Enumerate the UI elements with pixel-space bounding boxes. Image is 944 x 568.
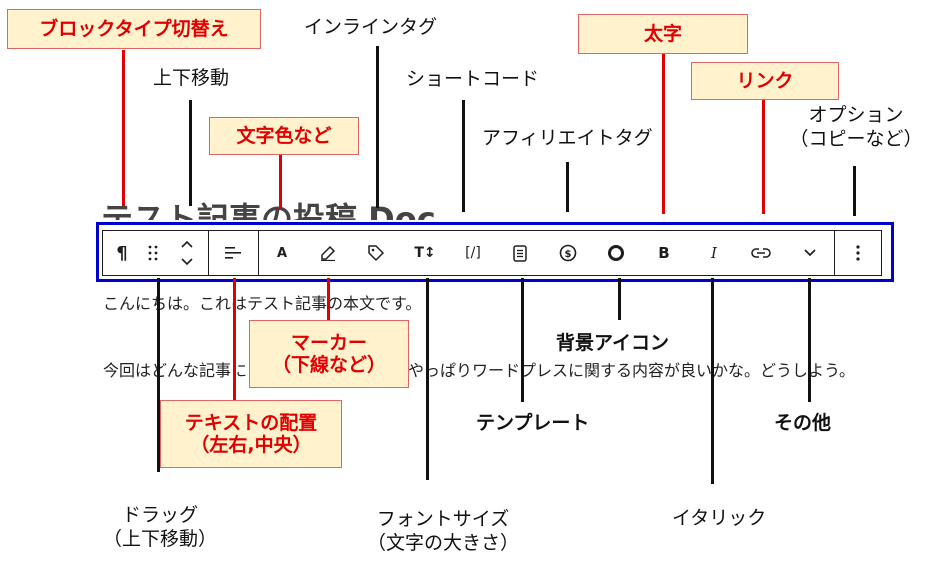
callout-text-align-line2: （左右,中央） [190,434,312,456]
label-font-size-line1: フォントサイズ [376,508,510,530]
callout-text-color-text: 文字色など [236,125,332,147]
connector-others [808,278,811,402]
label-options-line1: オプション [808,104,904,126]
shortcode-button[interactable]: [/] [465,245,481,261]
callout-link-text: リンク [736,70,794,92]
align-left-icon [225,247,241,259]
drag-handle[interactable] [141,231,165,275]
text-align-button[interactable] [215,231,251,275]
more-vertical-icon [856,245,860,261]
callout-text-color: 文字色など [209,117,359,155]
callout-block-type-text: ブロックタイプ切替え [39,18,229,40]
connector-block-type [122,50,125,206]
callout-link: リンク [691,62,839,100]
connector-move-up-down [189,100,192,206]
background-icon-button[interactable] [601,231,631,275]
font-size-button[interactable]: T↕ [414,245,436,261]
svg-text:$: $ [565,249,572,260]
connector-drag [157,278,160,472]
more-formats-button[interactable] [795,231,825,275]
connector-template [521,278,524,402]
connector-text-align [233,278,236,402]
callout-block-type: ブロックタイプ切替え [7,9,261,49]
dollar-circle-icon: $ [559,244,577,262]
document-icon [513,244,527,262]
chevron-down-icon [804,249,816,257]
block-toolbar: ¶ A T↕ [/] [102,230,882,276]
toolbar-separator [834,231,835,275]
text-color-button[interactable]: A [276,245,288,261]
bold-button[interactable]: B [658,244,670,262]
label-drag-line2: （上下移動） [102,528,217,550]
italic-button[interactable]: I [711,244,717,262]
block-type-button[interactable]: ¶ [116,242,128,264]
connector-font-size [426,278,429,480]
connector-inline-tag [376,46,379,208]
connector-shortcode [462,100,465,212]
paragraph-1-text: こんにちは。これはテスト記事の本文です。 [103,294,422,313]
drag-handle-icon [148,245,158,261]
callout-bold-text: 太字 [643,23,682,45]
link-button[interactable] [745,231,777,275]
inline-tag-button[interactable] [361,231,391,275]
paragraph-1[interactable]: こんにちは。これはテスト記事の本文です。 [103,290,429,315]
callout-text-align-line1: テキストの配置 [184,412,318,434]
post-heading: テスト記事の投稿 Doc [101,200,436,220]
label-options: オプション （コピーなど） [776,103,936,151]
paragraph-2-right: やっぱりワードプレスに関する内容が良いかな。どうしよう。 [408,361,856,380]
tag-icon [368,245,384,261]
toolbar-highlight-frame [96,222,894,282]
connector-italic [711,278,714,484]
connector-bold [662,54,665,214]
options-button[interactable] [843,231,873,275]
paragraph-2-left: 今回はどんな記事に [103,361,248,380]
label-others: その他 [774,412,832,434]
marker-pen-icon [321,245,336,261]
connector-bg-icon [618,278,621,320]
label-font-size: フォントサイズ （文字の大きさ） [350,507,536,555]
label-bg-icon: 背景アイコン [556,332,670,354]
connector-affiliate-tag [566,162,569,212]
callout-bold: 太字 [578,14,748,54]
circle-icon [608,245,624,261]
chevron-up-down-icon [181,240,193,266]
label-drag-line1: ドラッグ [121,504,198,526]
affiliate-tag-button[interactable]: $ [553,231,583,275]
callout-marker: マーカー （下線など） [249,320,409,388]
link-icon [751,248,771,258]
connector-link [762,100,765,214]
marker-button[interactable] [313,231,343,275]
label-font-size-line2: （文字の大きさ） [366,532,519,554]
label-template: テンプレート [476,412,590,434]
label-move-up-down: 上下移動 [153,67,230,89]
template-button[interactable] [505,231,535,275]
label-options-line2: （コピーなど） [789,128,923,150]
label-italic: イタリック [672,507,767,529]
callout-text-align: テキストの配置 （左右,中央） [160,400,342,468]
connector-options [853,166,856,216]
move-up-down-buttons[interactable] [173,231,201,275]
connector-marker [327,278,330,322]
label-inline-tag: インラインタグ [304,16,438,38]
toolbar-separator [208,231,209,275]
connector-text-color [279,155,282,209]
label-affiliate-tag: アフィリエイトタグ [482,127,653,149]
callout-marker-line2: （下線など） [271,354,386,376]
callout-marker-line1: マーカー [290,332,367,354]
label-shortcode: ショートコード [406,68,540,90]
toolbar-separator [258,231,259,275]
label-drag: ドラッグ （上下移動） [70,503,250,551]
